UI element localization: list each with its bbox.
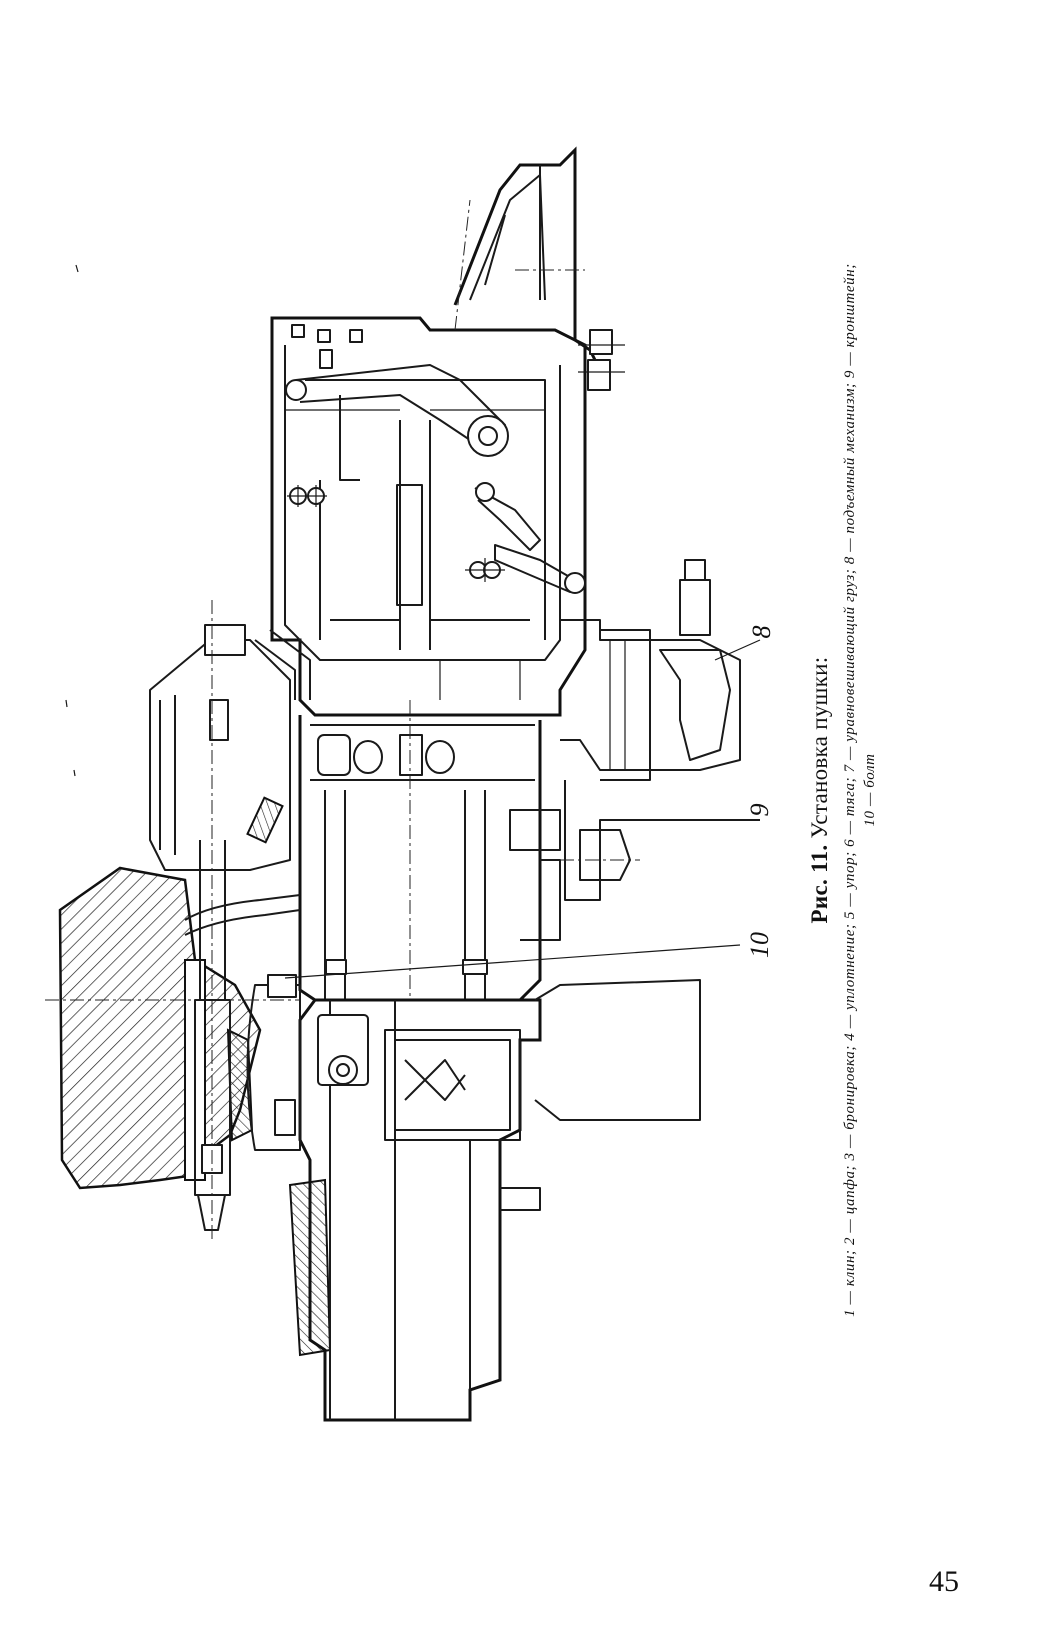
callout-10: 10 xyxy=(745,932,774,958)
wedge-block xyxy=(453,146,597,361)
caption-prefix: Рис. 11. xyxy=(807,844,832,924)
caption-title-line: Рис. 11. Установка пушки: xyxy=(805,25,835,1555)
scan-marks xyxy=(65,264,79,777)
elevating-mechanism xyxy=(509,559,760,941)
trunnion-sight xyxy=(149,600,291,1240)
caption-legend-line-2: 10 — болт xyxy=(862,753,878,827)
caption-legend-line-1: 1 — клин; 2 — цапфа; 3 — бронировка; 4 —… xyxy=(842,263,858,1317)
top-bolts xyxy=(291,324,625,391)
callout-8: 8 xyxy=(747,626,776,639)
caption-title: Установка пушки: xyxy=(807,656,832,839)
barrel-mount-body xyxy=(298,700,542,1002)
page-number: 45 xyxy=(929,1565,959,1598)
callout-9: 9 xyxy=(745,804,774,817)
figure-caption: Рис. 11. Установка пушки: 1 — клин; 2 — … xyxy=(805,25,925,1555)
pipes xyxy=(184,629,311,936)
recoil-body xyxy=(45,974,701,1422)
cradle-housing xyxy=(270,316,587,717)
leader-lines xyxy=(284,639,761,979)
linkage xyxy=(285,364,586,594)
